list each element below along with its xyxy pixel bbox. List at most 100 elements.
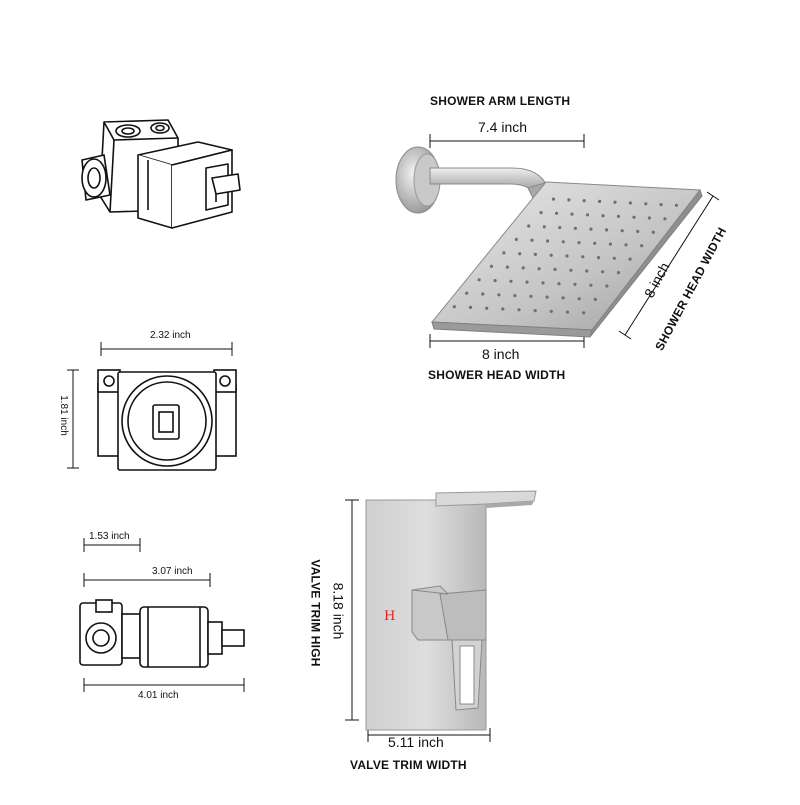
nozzle-dot (632, 215, 636, 219)
nozzle-dot (549, 309, 553, 313)
nozzle-dot (674, 203, 679, 207)
shower-head-drawing (395, 134, 720, 348)
valve-front-drawing (67, 342, 237, 471)
valve-front-width-value: 2.32 inch (150, 330, 191, 341)
nozzle-dot (636, 229, 640, 233)
nozzle-dot (605, 284, 609, 288)
nozzle-dot (501, 307, 505, 311)
nozzle-dot (569, 268, 573, 272)
nozzle-dot (567, 198, 571, 202)
nozzle-dot (589, 227, 593, 231)
nozzle-dot (529, 294, 533, 298)
nozzle-dot (613, 200, 617, 204)
nozzle-dot (481, 292, 485, 296)
nozzle-dot (555, 211, 559, 215)
nozzle-dot (493, 279, 497, 283)
nozzle-dot (527, 224, 531, 228)
nozzle-dot (582, 311, 586, 315)
hot-indicator-mark: H (384, 609, 396, 624)
shower-arm-length-caption: SHOWER ARM LENGTH (430, 94, 571, 108)
valve-trim-height-value: 8.18 inch (330, 582, 347, 640)
nozzle-dot (593, 297, 597, 301)
nozzle-dot (570, 212, 574, 216)
valve-trim-width-value: 5.11 inch (388, 734, 444, 750)
nozzle-dot (539, 211, 543, 215)
nozzle-dot (542, 225, 546, 229)
nozzle-dot (573, 226, 578, 230)
valve-side-depth-1-value: 1.53 inch (89, 531, 130, 542)
nozzle-dot (525, 280, 529, 284)
nozzle-dot (468, 305, 473, 309)
nozzle-dot (605, 228, 609, 232)
valve-trim-width-caption: VALVE TRIM WIDTH (350, 758, 467, 772)
valve-body-iso-drawing (81, 119, 241, 229)
nozzle-dot (616, 214, 621, 218)
nozzle-dot (557, 282, 561, 286)
nozzle-dot (663, 217, 667, 221)
nozzle-dot (565, 310, 570, 314)
valve-side-drawing (79, 538, 245, 692)
nozzle-dot (644, 202, 648, 206)
valve-trim-drawing (345, 490, 537, 742)
nozzle-dot (577, 297, 581, 301)
nozzle-dot (598, 199, 602, 203)
nozzle-dot (601, 214, 605, 218)
valve-side-depth-total-value: 4.01 inch (138, 690, 179, 701)
nozzle-dot (659, 203, 663, 207)
shower-arm-length-value: 7.4 inch (478, 119, 528, 135)
nozzle-dot (537, 267, 541, 271)
nozzle-dot (624, 243, 628, 247)
nozzle-dot (577, 241, 581, 245)
nozzle-dot (517, 308, 521, 312)
nozzle-dot (497, 293, 501, 297)
nozzle-dot (561, 296, 565, 300)
shower-head-width-caption: SHOWER HEAD WIDTH (428, 368, 566, 382)
nozzle-dot (585, 269, 589, 273)
nozzle-dot (597, 256, 601, 260)
nozzle-dot (640, 244, 644, 248)
nozzle-dot (561, 240, 565, 244)
nozzle-dot (502, 251, 506, 255)
nozzle-dot (509, 279, 513, 283)
nozzle-dot (581, 255, 585, 259)
nozzle-dot (651, 230, 655, 234)
nozzle-dot (513, 294, 517, 298)
nozzle-dot (489, 264, 494, 268)
nozzle-dot (608, 242, 613, 246)
nozzle-dot (582, 199, 586, 203)
nozzle-dot (549, 253, 553, 257)
nozzle-dot (589, 283, 593, 287)
nozzle-dot (533, 309, 537, 313)
valve-front-height-value: 1.81 inch (57, 395, 69, 436)
nozzle-dot (647, 216, 652, 220)
nozzle-dot (545, 295, 549, 299)
nozzle-dot (518, 252, 522, 256)
nozzle-dot (565, 254, 569, 258)
nozzle-dot (546, 239, 550, 243)
nozzle-dot (612, 256, 616, 260)
valve-trim-height-caption: VALVE TRIM HIGH (308, 559, 323, 667)
nozzle-dot (541, 281, 545, 285)
nozzle-dot (573, 282, 577, 286)
nozzle-dot (533, 252, 538, 256)
nozzle-dot (452, 305, 456, 309)
nozzle-dot (593, 241, 597, 245)
nozzle-dot (628, 201, 633, 205)
shower-head-width-value: 8 inch (482, 346, 520, 362)
nozzle-dot (551, 197, 556, 201)
nozzle-dot (477, 278, 481, 282)
nozzle-dot (601, 270, 605, 274)
nozzle-dot (558, 226, 562, 230)
nozzle-dot (521, 266, 525, 270)
nozzle-dot (616, 271, 621, 275)
nozzle-dot (505, 265, 509, 269)
nozzle-dot (514, 237, 518, 241)
valve-side-depth-2-value: 3.07 inch (152, 566, 193, 577)
nozzle-dot (485, 306, 489, 310)
nozzle-dot (628, 257, 632, 261)
nozzle-dot (585, 213, 590, 217)
nozzle-dot (620, 229, 624, 233)
nozzle-dot (553, 267, 557, 271)
